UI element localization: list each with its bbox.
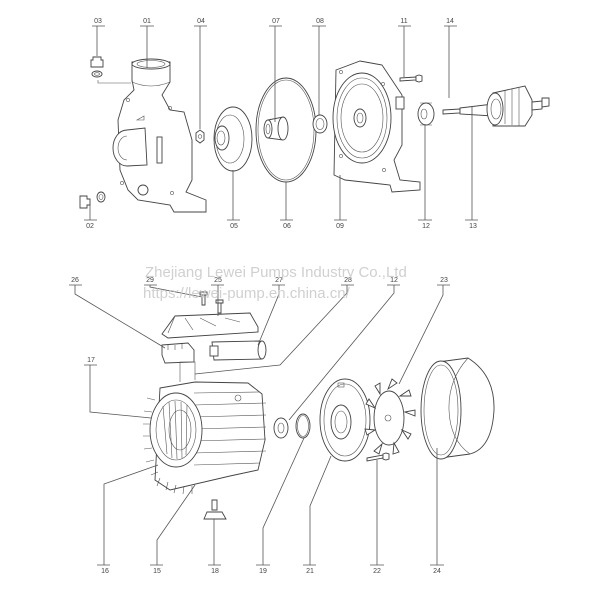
part-24-fan-cover [420, 357, 495, 460]
label-27: 27 [275, 277, 283, 284]
label-16: 16 [101, 568, 109, 575]
label-07: 07 [272, 18, 280, 25]
labels-top: 03 01 04 07 08 11 14 02 05 06 09 12 13 [86, 18, 477, 230]
label-11: 11 [400, 18, 407, 25]
part-16-stator [149, 392, 203, 468]
part-27-capacitor [209, 340, 267, 361]
label-09: 09 [336, 223, 344, 230]
label-08: 08 [316, 18, 324, 25]
label-17: 17 [87, 357, 95, 364]
part-23-fan [364, 378, 416, 455]
leader-lines-bottom [69, 284, 450, 566]
part-01-pump-body [97, 58, 207, 213]
label-22: 22 [373, 568, 381, 575]
watermark: Zhejiang Lewei Pumps Industry Co.,Ltd ht… [143, 264, 407, 302]
labels-bottom: 26 29 25 27 28 12 23 17 16 15 18 19 21 2… [71, 277, 448, 575]
part-25-terminal-box-cover [161, 312, 259, 339]
label-28: 28 [344, 277, 352, 284]
label-15: 15 [153, 568, 161, 575]
part-09-bracket [332, 60, 421, 193]
label-26: 26 [71, 277, 79, 284]
part-29-screw [199, 291, 208, 306]
watermark-company: Zhejiang Lewei Pumps Industry Co.,Ltd [145, 264, 407, 281]
label-14: 14 [446, 18, 454, 25]
part-12-bearing-rear [273, 417, 289, 439]
part-19-wave-washer [295, 413, 311, 439]
part-08-seal-seat [312, 114, 328, 134]
part-12-bearing [417, 102, 435, 126]
part-03-priming-plug [90, 56, 104, 78]
part-13-shaft-rotor [442, 85, 550, 127]
part-26-terminal-block [161, 342, 195, 364]
part-05-impeller [213, 106, 253, 172]
part-04-impeller-nut [195, 129, 205, 144]
label-25: 25 [214, 277, 222, 284]
part-25-screw [215, 299, 224, 314]
label-01: 01 [143, 18, 151, 25]
label-05: 05 [230, 223, 238, 230]
label-12-rear: 12 [390, 277, 398, 284]
label-02: 02 [86, 223, 94, 230]
leader-lines-top [84, 25, 478, 221]
watermark-url: https://lewei-pump.en.china.cn/ [143, 285, 351, 302]
label-18: 18 [211, 568, 219, 575]
label-06: 06 [283, 223, 291, 230]
label-21: 21 [306, 568, 314, 575]
part-11-bolt [399, 74, 423, 83]
label-19: 19 [259, 568, 267, 575]
label-24: 24 [433, 568, 441, 575]
label-12: 12 [422, 223, 430, 230]
part-21-rear-end-cover [319, 378, 371, 462]
label-04: 04 [197, 18, 205, 25]
label-13: 13 [469, 223, 477, 230]
part-22-tie-bolt [366, 452, 390, 462]
part-18-foot [203, 499, 227, 520]
label-23: 23 [440, 277, 448, 284]
part-07-mechanical-seal [263, 116, 289, 141]
part-02-drain-plug [79, 191, 106, 209]
label-29: 29 [146, 277, 154, 284]
label-03: 03 [94, 18, 102, 25]
